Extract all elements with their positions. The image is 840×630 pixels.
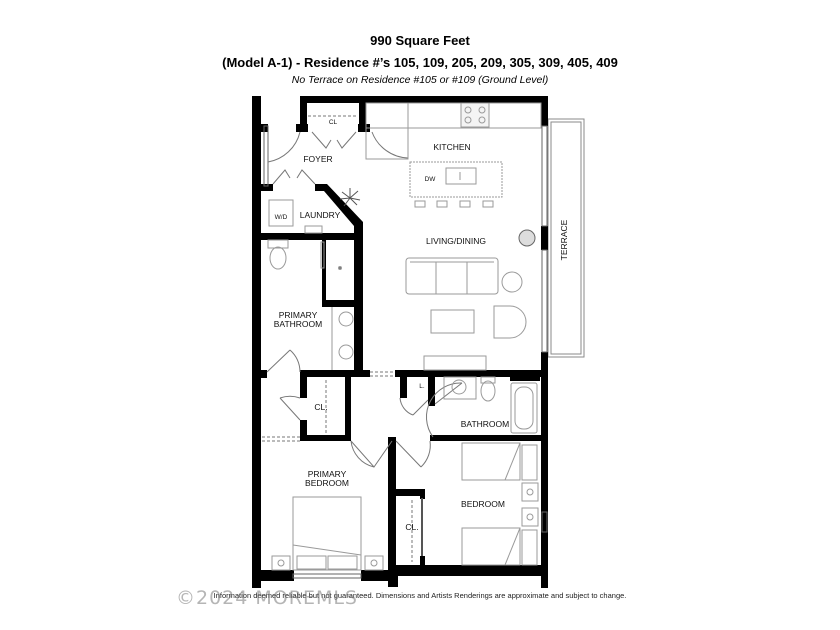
kitchen-fixtures — [365, 102, 542, 208]
washer-dryer — [268, 199, 323, 234]
disclaimer-text: Information deemed reliable but not guar… — [213, 591, 627, 600]
living-furniture — [405, 257, 527, 371]
primary-bath-fixtures — [267, 239, 354, 370]
watermark: ©2024 MOREMLS — [176, 587, 358, 609]
bar-stools — [414, 200, 494, 208]
plant-icon-2 — [518, 229, 536, 247]
primary-bedroom-label-1: PRIMARY — [308, 469, 347, 479]
foyer-label: FOYER — [303, 154, 332, 164]
foyer-closet-label: CL — [329, 119, 338, 126]
primary-bathroom-label-1: PRIMARY — [279, 310, 318, 320]
kitchen-label: KITCHEN — [433, 142, 470, 152]
laundry-label: LAUNDRY — [300, 210, 341, 220]
doors — [262, 115, 463, 562]
bedroom-furniture — [461, 442, 539, 566]
living-dining-label: LIVING/DINING — [426, 236, 486, 246]
model-residence-heading: (Model A-1) - Residence #’s 105, 109, 20… — [222, 55, 618, 70]
walls — [252, 96, 548, 588]
square-footage-title: 990 Square Feet — [370, 33, 470, 48]
dishwasher-label: DW — [425, 176, 437, 183]
bathroom-label: BATHROOM — [461, 419, 509, 429]
primary-bathroom-label-2: BATHROOM — [274, 319, 322, 329]
cooktop-icon — [460, 102, 490, 128]
primary-bedroom-label-2: BEDROOM — [305, 478, 349, 488]
primary-closet-label: CL. — [314, 402, 327, 412]
bedroom-label: BEDROOM — [461, 499, 505, 509]
bedroom-closet-label: CL. — [405, 522, 418, 532]
bathroom-fixtures — [443, 376, 538, 434]
terrace-note: No Terrace on Residence #105 or #109 (Gr… — [291, 74, 549, 86]
terrace-label: TERRACE — [559, 219, 569, 260]
windows — [263, 125, 548, 579]
linen-closet-label: L. — [419, 383, 425, 390]
primary-bedroom-furniture — [271, 496, 384, 571]
washer-dryer-label: W/D — [275, 214, 288, 221]
plant-icon — [339, 188, 361, 207]
